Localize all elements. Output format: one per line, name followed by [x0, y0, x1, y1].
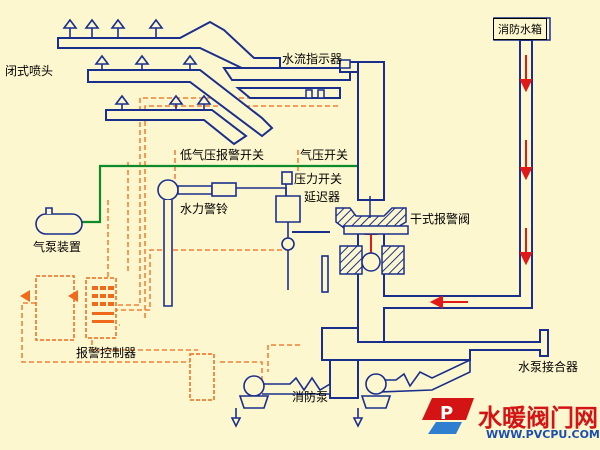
air-supply-line: [80, 164, 358, 224]
air-pump-drawing: [35, 207, 83, 235]
sprinkler-heads: [62, 18, 212, 110]
pump-control-box: [189, 353, 215, 401]
label-air-pump: 气泵装置: [33, 240, 82, 254]
controller-buttons: [92, 286, 114, 323]
dry-alarm-valve-drawing: [292, 196, 409, 275]
watermark-logo: P: [422, 398, 474, 434]
retard-chamber-drawing: [275, 171, 329, 293]
label-alarm-controller: 报警控制器: [76, 346, 137, 360]
fire-pumps-drawing: [230, 358, 471, 428]
label-pump-connector: 水泵接合器: [518, 360, 579, 374]
flow-indicator-drawing: [305, 59, 351, 99]
label-fire-pump: 消防泵: [292, 390, 329, 404]
sprinkler-branches: [57, 20, 351, 146]
water-gong-drawing: [157, 179, 287, 307]
label-retard-chamber: 延迟器: [304, 190, 341, 204]
watermark-url: WWW.PVCPU.COM: [486, 428, 600, 441]
label-low-pressure-switch: 低气压报警开关: [180, 148, 265, 162]
watermark-text: 水暖阀门网: [478, 404, 598, 432]
label-pressure-switch: 压力开关: [294, 172, 343, 186]
label-water-gong: 水力警铃: [180, 202, 229, 216]
watermark-logo-letter: P: [440, 403, 453, 424]
label-flow-indicator: 水流指示器: [282, 52, 343, 66]
label-dry-alarm-valve: 干式报警阀: [410, 212, 471, 226]
label-air-pressure-switch: 气压开关: [300, 148, 349, 162]
label-fire-tank: 消防水箱: [493, 18, 547, 40]
label-closed-sprinkler: 闭式喷头: [5, 64, 54, 78]
alarm-controller-drawing: [20, 275, 117, 341]
